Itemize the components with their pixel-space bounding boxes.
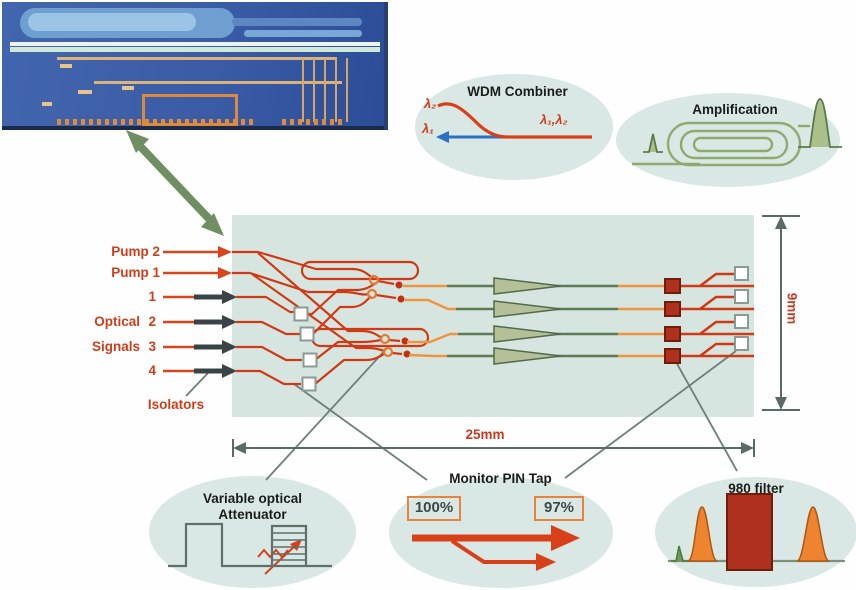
orange-waveguides-right bbox=[618, 284, 665, 358]
photo-speck bbox=[60, 64, 72, 68]
monitor-tap-rings bbox=[366, 274, 411, 358]
pump1-label: Pump 1 bbox=[111, 265, 160, 280]
output-waveguides bbox=[681, 272, 754, 358]
voa-title-line2: Attenuator bbox=[218, 507, 287, 522]
photo-trace bbox=[94, 81, 342, 84]
optical-label: Optical bbox=[94, 314, 140, 329]
lambda-out-label: λ₁,λ₂ bbox=[540, 112, 568, 127]
pump-input-lines bbox=[163, 246, 232, 279]
signal-4-label: 4 bbox=[148, 363, 156, 378]
photo-speck bbox=[122, 86, 134, 90]
signals-label: Signals bbox=[91, 339, 140, 354]
photo-white-line bbox=[10, 42, 380, 46]
pump2-label: Pump 2 bbox=[111, 244, 160, 259]
monitor-input-percentage: 100% bbox=[407, 496, 461, 521]
monitor-pin-tap-callout bbox=[389, 477, 613, 588]
photo-pad-row bbox=[282, 119, 344, 125]
wdm-combiner-title: WDM Combiner bbox=[467, 84, 568, 99]
photo-chip-arrow-icon bbox=[126, 130, 224, 236]
photo-speck bbox=[42, 102, 52, 106]
signal-1-label: 1 bbox=[148, 289, 156, 304]
photo-edge bbox=[2, 126, 388, 130]
photo-blob-inner bbox=[28, 13, 196, 31]
photo-trace bbox=[57, 57, 337, 60]
lambda1-label: λ₁ bbox=[422, 121, 434, 136]
photo-edge bbox=[384, 2, 388, 130]
filter-980-title: 980 filter bbox=[728, 481, 784, 496]
voa-title-line1: Variable optical bbox=[202, 491, 303, 506]
chip-body bbox=[232, 215, 754, 417]
photo-band bbox=[10, 47, 380, 52]
isolators-label: Isolators bbox=[147, 397, 205, 412]
photo-trace bbox=[335, 58, 337, 122]
signal-2-label: 2 bbox=[148, 314, 156, 329]
amplifier-triangles bbox=[493, 277, 562, 365]
voa-squares bbox=[293, 306, 318, 392]
pin-dots bbox=[395, 281, 411, 358]
photo-trace bbox=[324, 58, 326, 122]
height-dimension-label: 9mm bbox=[784, 292, 800, 325]
signal-input-lines bbox=[163, 290, 237, 378]
width-dimension-label: 25mm bbox=[465, 427, 505, 442]
filter-980-squares bbox=[664, 278, 681, 364]
orange-waveguides-left bbox=[403, 284, 458, 358]
signal-3-label: 3 bbox=[148, 339, 156, 354]
green-waveguides bbox=[447, 284, 618, 358]
monitor-output-percentage: 97% bbox=[534, 496, 584, 521]
photo-streak bbox=[244, 30, 362, 37]
chip-micrograph-photo bbox=[2, 2, 388, 130]
lambda2-label: λ₂ bbox=[424, 96, 437, 111]
photo-streak bbox=[232, 18, 362, 26]
photo-trace bbox=[346, 58, 348, 122]
output-tap-squares bbox=[734, 266, 749, 351]
monitor-tap-title: Monitor PIN Tap bbox=[449, 471, 552, 486]
callout-lines bbox=[185, 346, 738, 481]
photo-trace bbox=[313, 58, 315, 122]
amplification-title: Amplification bbox=[692, 102, 778, 117]
isolator-segments bbox=[194, 290, 237, 378]
photo-trace bbox=[302, 58, 304, 122]
photo-pad-row bbox=[57, 119, 257, 125]
photo-speck bbox=[78, 90, 92, 94]
waveguide-network bbox=[232, 250, 430, 386]
